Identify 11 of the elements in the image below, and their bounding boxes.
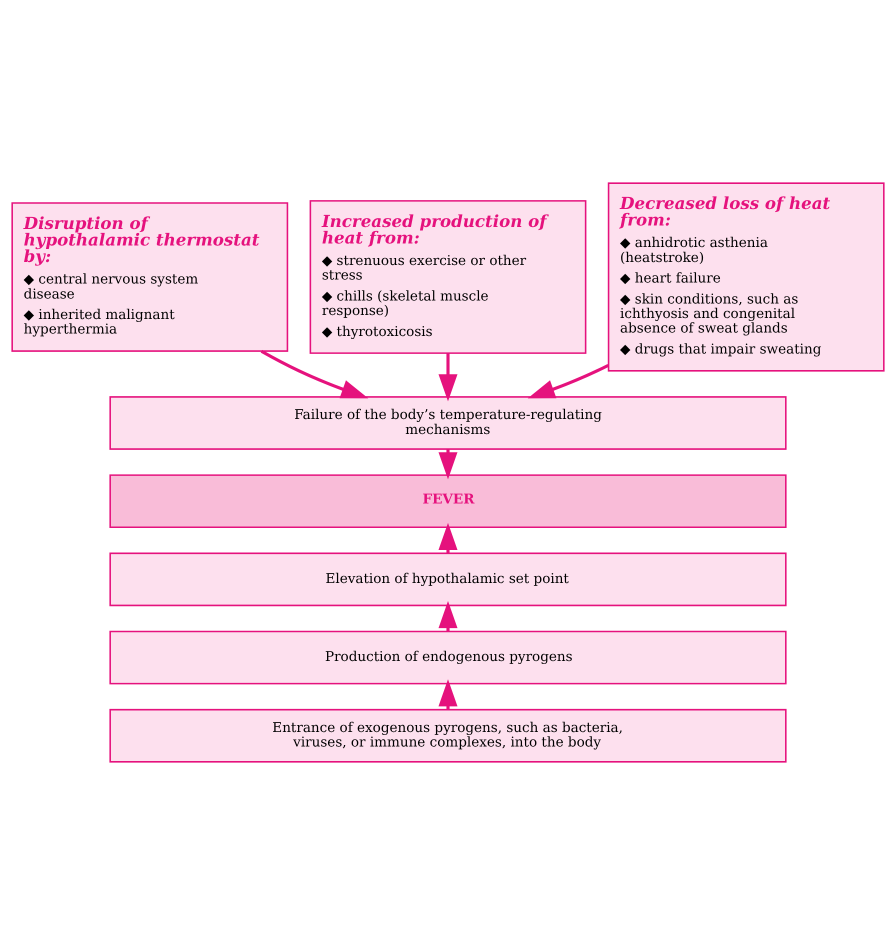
node-box: Increased production of heat from: ◆ strenuous exercise or other stress ◆ chills (skeletal muscle response) ◆ thyrotoxicosis	[310, 200, 586, 354]
node-box: Elevation of hypothalamic set point	[109, 552, 787, 606]
arrow	[438, 353, 458, 402]
node-box: Production of endogenous pyrogens	[109, 630, 787, 684]
node-box: FEVER	[109, 474, 787, 528]
node-box: Disruption of hypothalamic thermostat by: ◆ central nervous system disease ◆ inherited malignant hyperthermia	[11, 202, 288, 352]
node-box: Entrance of exogenous pyrogens, such as bacteria, viruses, or immune complexes, into the body	[109, 708, 787, 763]
arrow	[260, 350, 368, 398]
node-box: Decreased loss of heat from: ◆ anhidrotic asthenia (heatstroke) ◆ heart failure ◆ skin conditions, such as ichthyosis and congenital absence of sweat glands ◆ drugs that impair sweating	[608, 182, 885, 372]
node-box: Failure of the body’s temperature-regulating mechanisms	[109, 396, 787, 450]
arrow	[528, 364, 609, 398]
